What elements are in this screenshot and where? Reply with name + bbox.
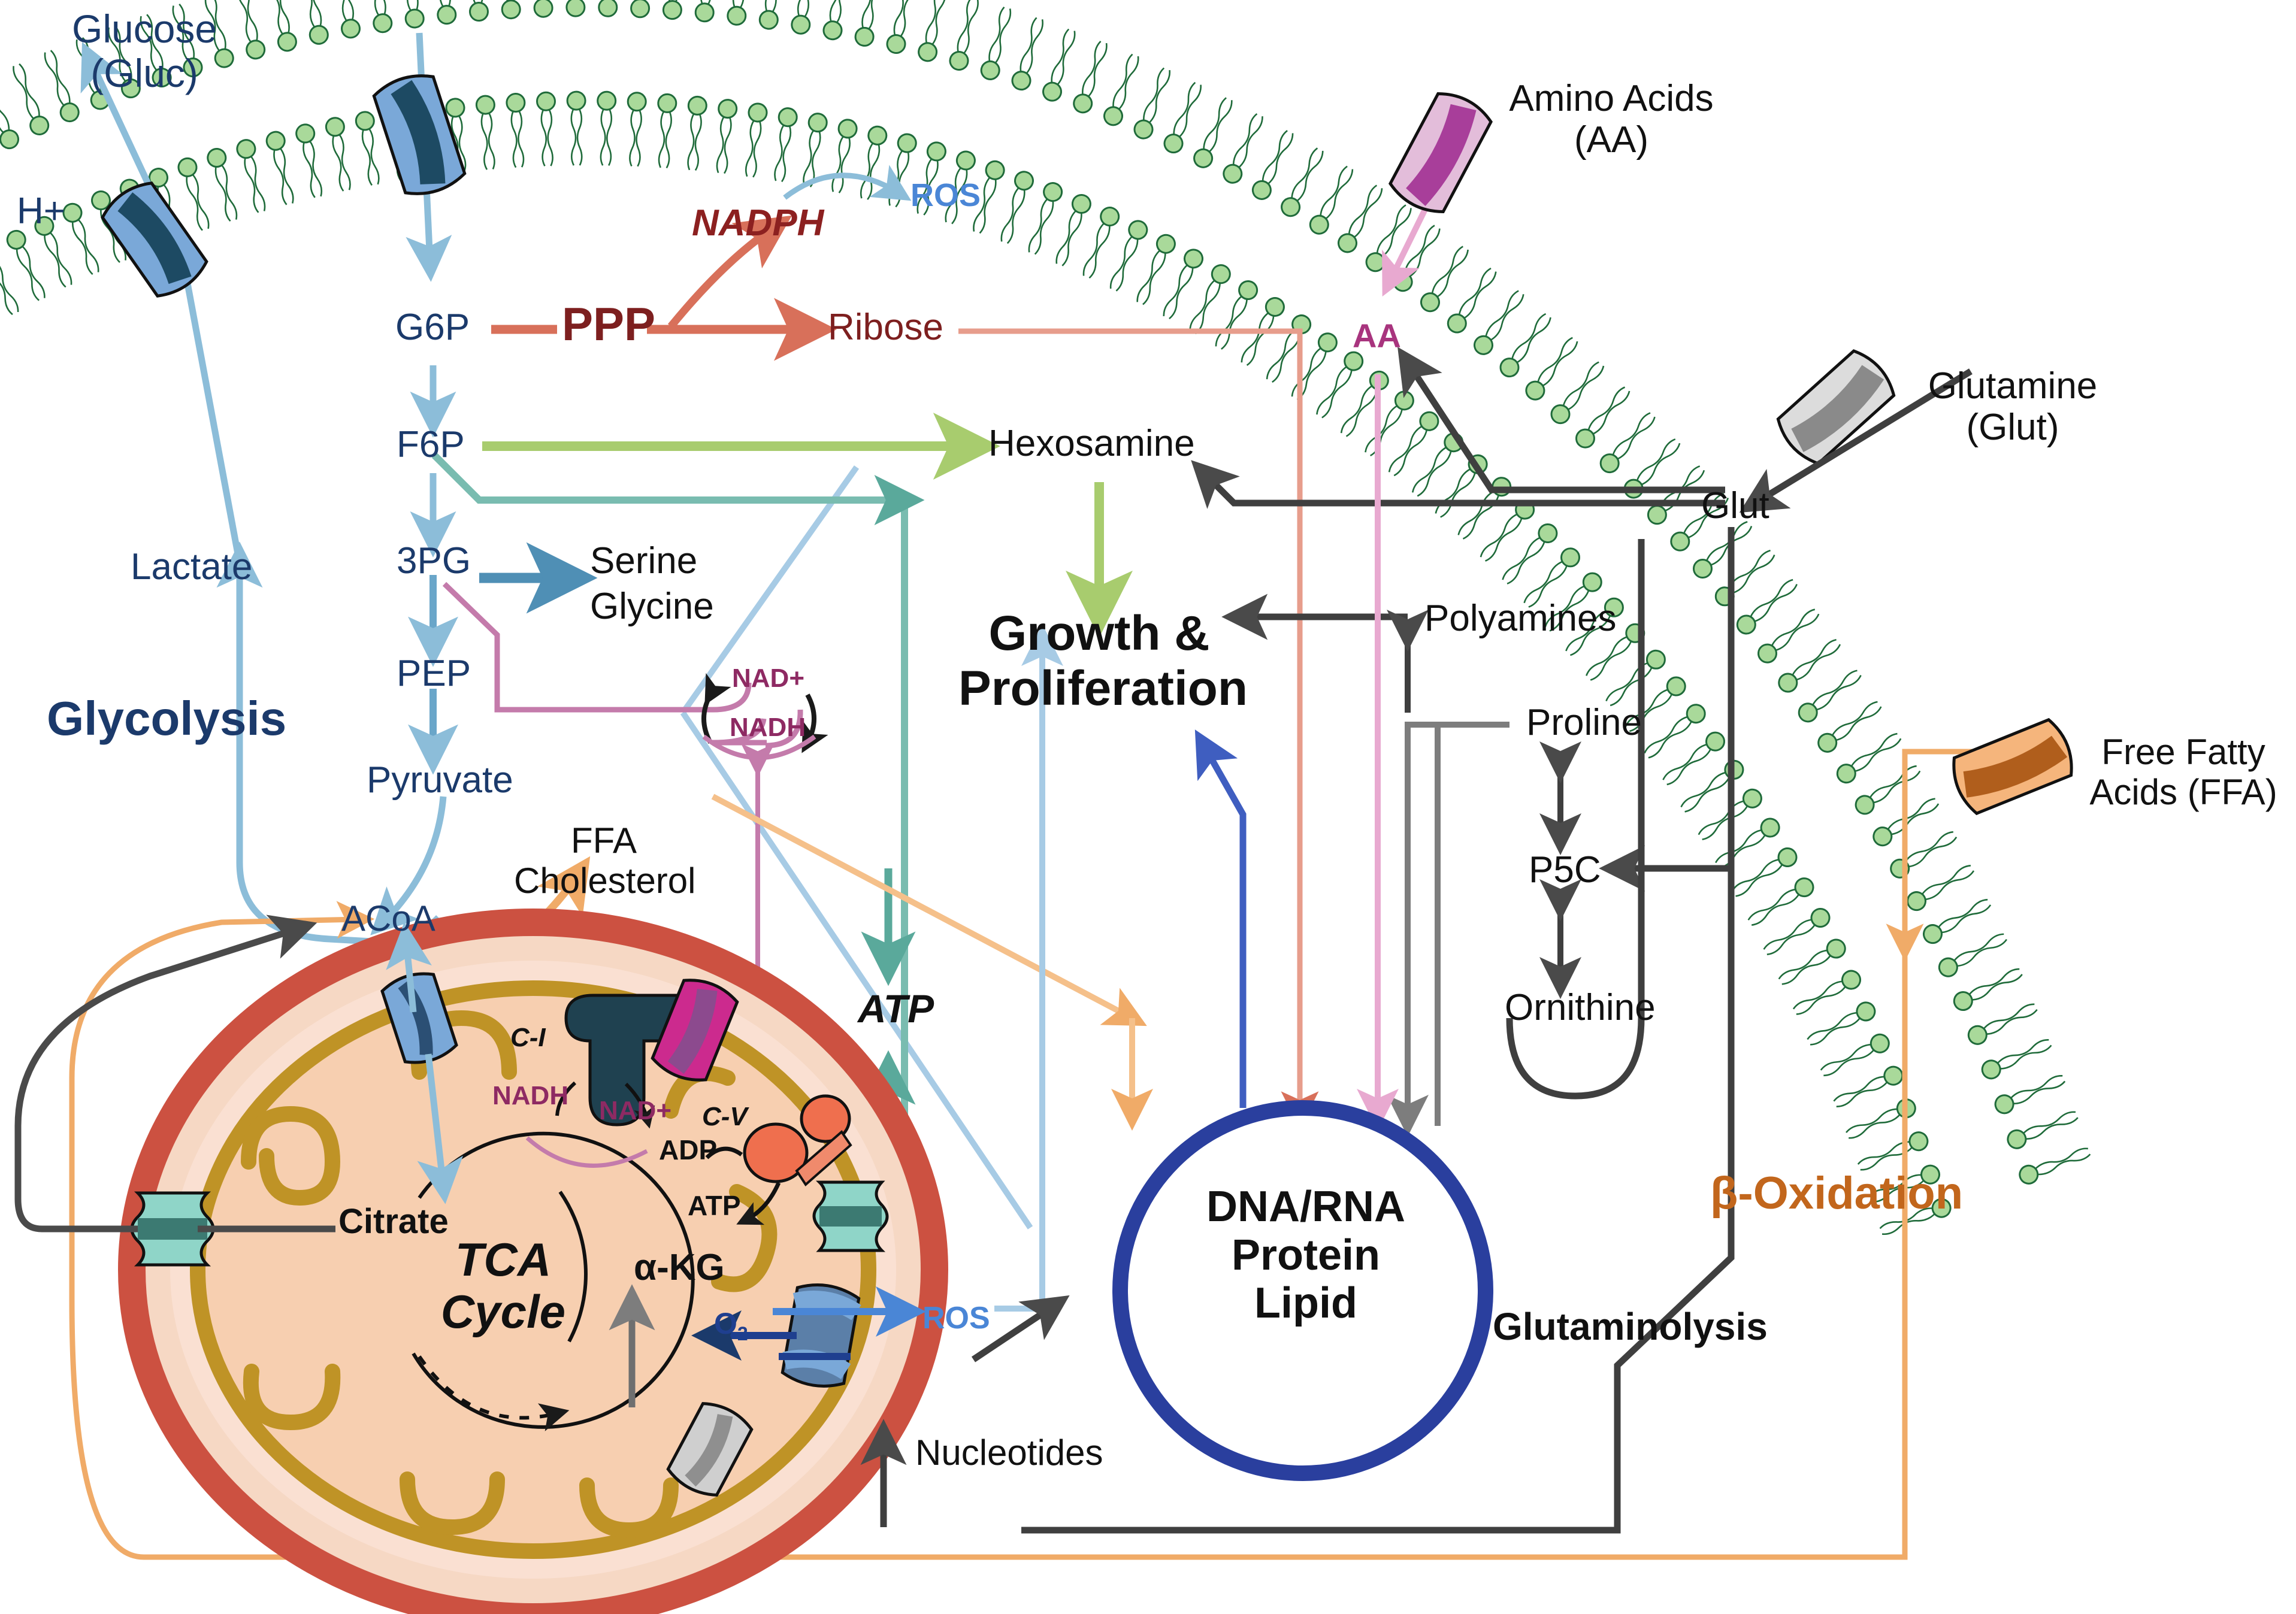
acoa-label: ACoA — [341, 898, 435, 938]
mito-nad-plus-label: NAD+ — [599, 1096, 672, 1125]
polyamines-label: Polyamines — [1424, 598, 1617, 639]
aa-label: AA — [1353, 317, 1401, 355]
glycine-label: Glycine — [590, 586, 714, 627]
pep-label: PEP — [397, 653, 471, 694]
alpha-kg-label: α-KG — [634, 1247, 725, 1288]
hexosamine-label: Hexosamine — [988, 423, 1195, 464]
glut-label: Glut — [1701, 485, 1769, 526]
ppp-arrows — [491, 215, 837, 361]
h-plus-label: H+ — [17, 190, 65, 232]
amino-acids-label: Amino Acids (AA) — [1509, 78, 1714, 161]
tca-cycle-circle — [412, 1131, 695, 1431]
tca-cycle-label: TCA Cycle — [440, 1233, 566, 1339]
glutamine-label: Glutamine (Glut) — [1928, 365, 2098, 449]
ros-mito-label: ROS — [922, 1301, 990, 1336]
pyruvate-label: Pyruvate — [367, 759, 513, 801]
proline-p5c-arrows — [1387, 610, 1581, 1000]
ffa-to-growth-nucleus — [711, 794, 1153, 1131]
plasma-transporters — [101, 74, 2073, 816]
mito-nadh-label: NADH — [492, 1081, 569, 1110]
free-fatty-acids-label: Free Fatty Acids (FFA) — [2089, 732, 2277, 813]
glucose-label: Glucose (Gluc) — [72, 7, 217, 95]
proline-label: Proline — [1526, 702, 1642, 743]
ffa-cholesterol-label: FFA Cholesterol — [514, 820, 696, 901]
ornithine-label: Ornithine — [1505, 987, 1656, 1028]
atp-mito-label: ATP — [688, 1190, 741, 1221]
nadph-label: NADPH — [692, 202, 824, 244]
ros-top-label: ROS — [910, 177, 981, 213]
3pg-label: 3PG — [397, 540, 471, 582]
citrate-label: Citrate — [338, 1202, 449, 1241]
hexosamine-arrows — [482, 413, 1133, 638]
nucleus-content-label: DNA/RNA Protein Lipid — [1206, 1183, 1405, 1328]
mito-transporters — [130, 972, 889, 1497]
glutamine-inflow-arrow — [1739, 368, 1973, 513]
o2-label: O2 — [714, 1307, 748, 1345]
beta-oxidation-label: β-Oxidation — [1710, 1168, 1964, 1219]
complex-I-label: C-I — [510, 1023, 546, 1052]
g6p-label: G6P — [395, 307, 470, 348]
nucleus-circle — [1112, 1100, 1493, 1481]
nucleus-to-growth — [1194, 729, 1247, 1108]
atp-cytosol-label: ATP — [858, 986, 934, 1031]
adp-label: ADP — [659, 1134, 718, 1165]
nadh-cytosol-label: NADH — [730, 713, 806, 742]
growth-proliferation-label: Growth & Proliferation — [958, 606, 1248, 716]
glycolysis-label: Glycolysis — [47, 692, 287, 745]
ribose-label: Ribose — [828, 307, 943, 348]
complex-V-label: C-V — [702, 1102, 748, 1131]
nucleotides-label: Nucleotides — [915, 1433, 1103, 1473]
lactate-label: Lactate — [131, 546, 253, 588]
ribose-to-nucleus — [958, 328, 1319, 1130]
beta-oxidation-orange-path — [69, 749, 2013, 1560]
p5c-label: P5C — [1529, 849, 1601, 891]
complex-V-icon — [705, 1094, 852, 1225]
f6p-label: F6P — [397, 424, 465, 465]
proline-gray-link — [1405, 722, 1510, 1126]
ppp-label: PPP — [562, 298, 656, 350]
nad-plus-label: NAD+ — [732, 664, 805, 693]
glutamine-network — [860, 347, 1735, 1534]
glutaminolysis-label: Glutaminolysis — [1493, 1305, 1768, 1348]
serine-label: Serine — [590, 540, 698, 582]
